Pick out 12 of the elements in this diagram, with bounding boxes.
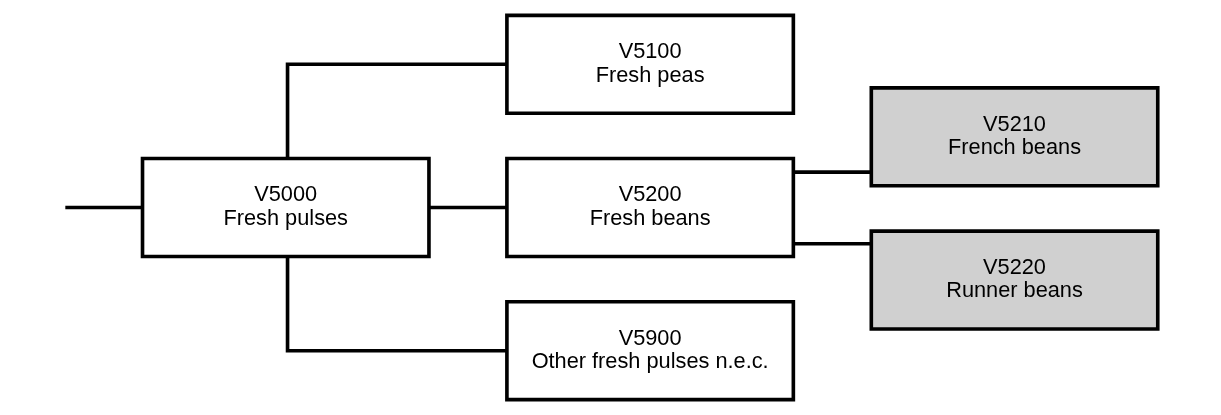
node-box: V5220 Runner beans	[869, 229, 1160, 331]
connector	[285, 256, 507, 353]
node-box: V5200 Fresh beans	[505, 156, 796, 259]
connector	[793, 241, 872, 246]
connector	[793, 170, 872, 174]
connector	[65, 205, 143, 210]
connector	[285, 62, 507, 159]
node-box: V5100 Fresh peas	[505, 13, 796, 116]
node-box: V5210 French beans	[869, 86, 1160, 188]
node-box: V5000 Fresh pulses	[140, 156, 431, 259]
node-box: V5900 Other fresh pulses n.e.c.	[505, 299, 796, 402]
connector	[429, 205, 507, 210]
